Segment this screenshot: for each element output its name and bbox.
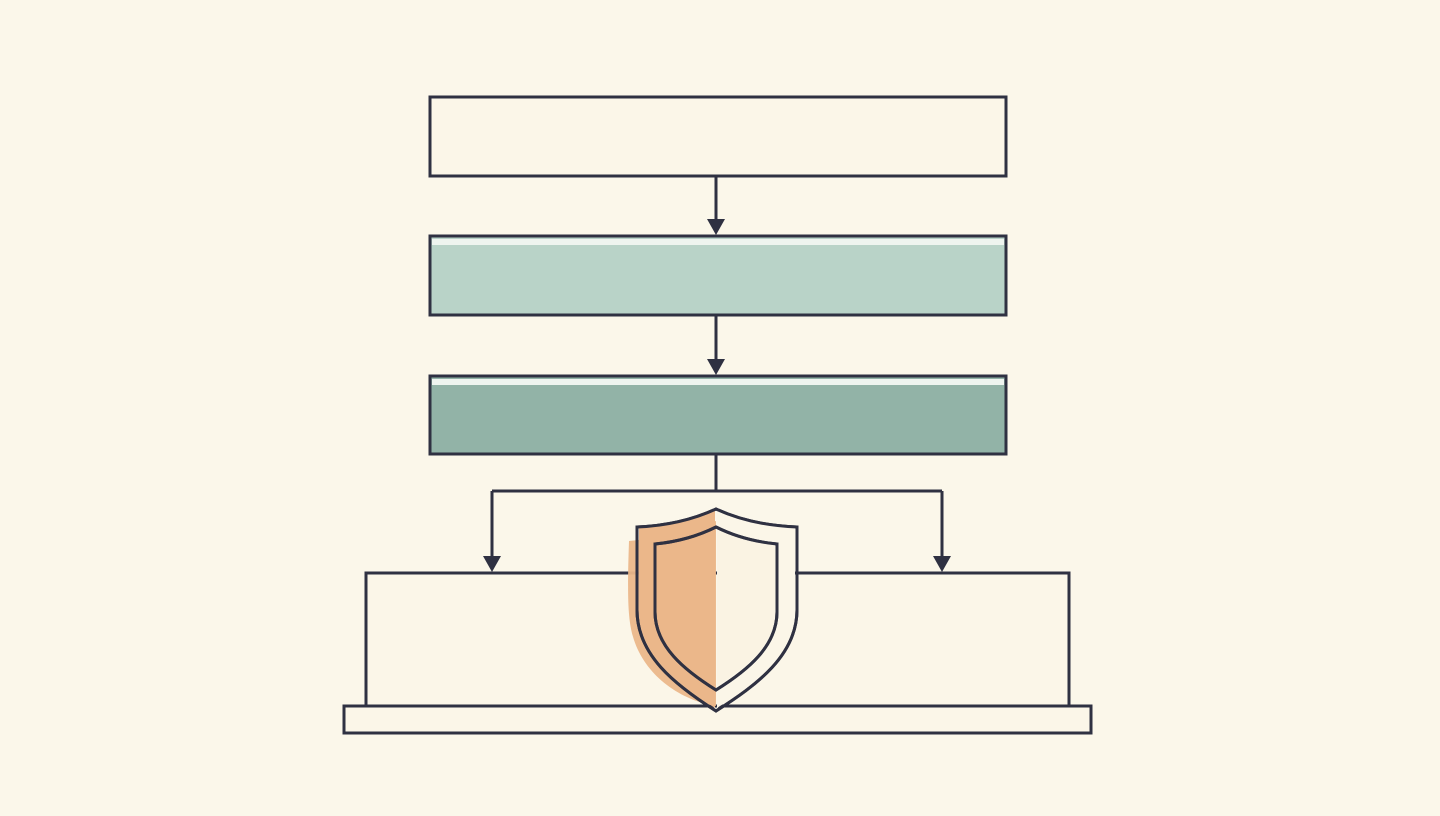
lower-layer-box bbox=[428, 374, 1008, 456]
arrowhead-middle-to-lower bbox=[707, 359, 725, 375]
top-layer-box bbox=[428, 95, 1008, 178]
shield-icon bbox=[628, 507, 799, 713]
arrowhead-top-to-middle bbox=[707, 219, 725, 235]
branch-connector bbox=[490, 455, 944, 560]
arrowhead-left-branch bbox=[483, 556, 501, 572]
middle-layer-box bbox=[428, 234, 1008, 317]
arrowhead-right-branch bbox=[933, 556, 951, 572]
